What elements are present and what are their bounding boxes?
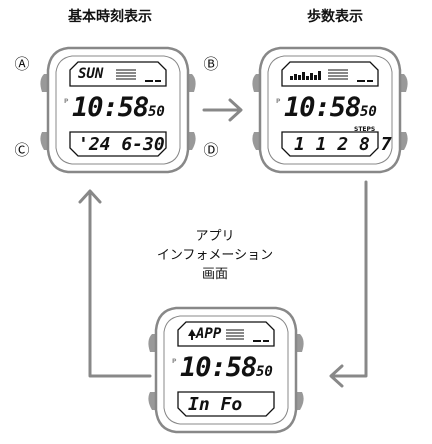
- button-label-a: Ⓐ: [14, 55, 30, 73]
- button-a: [40, 74, 48, 92]
- screen-title-step-count: 歩数表示: [307, 9, 363, 25]
- lcd-seconds: 50: [148, 104, 165, 120]
- lcd-day-of-week: SUN: [78, 66, 104, 82]
- watch-face: [252, 46, 408, 174]
- app-info-label-line-3: 画面: [201, 267, 228, 282]
- lcd-app-text: APP: [196, 326, 222, 342]
- screen-title-basic-time: 基本時刻表示: [68, 9, 152, 25]
- lcd-time: 10:58: [180, 352, 257, 383]
- lcd-info-text: In Fo: [188, 394, 243, 415]
- watch-app-info: APP P 10:58 50 In Fo: [146, 300, 306, 440]
- lcd-time: 10:58: [72, 92, 149, 123]
- up-arrow-icon: [78, 189, 152, 378]
- lcd-step-count: 1 1 2 8 7: [294, 134, 392, 155]
- app-up-icon: [188, 329, 196, 340]
- down-left-arrow-icon: [329, 180, 368, 388]
- lcd-seconds: 50: [256, 364, 273, 380]
- watch-face: [40, 46, 196, 174]
- watch-basic-time: Ⓐ Ⓑ Ⓒ Ⓓ SUN P 10:58 50 '24 6-30: [14, 40, 219, 180]
- app-info-label-line-2: インフォメーション: [156, 248, 274, 263]
- lcd-steps-label: STEPS: [354, 126, 376, 133]
- button-c: [40, 132, 48, 150]
- watch-step-count: P 10:58 50 STEPS 1 1 2 8 7: [250, 40, 410, 180]
- button-label-b: Ⓑ: [203, 55, 219, 73]
- watch-face: [148, 306, 304, 434]
- lcd-pm-mark: P: [172, 358, 177, 365]
- lcd-date: '24 6-30: [78, 134, 165, 155]
- lcd-seconds: 50: [360, 104, 377, 120]
- step-histogram-icon: [290, 71, 321, 80]
- button-label-d: Ⓓ: [203, 141, 219, 159]
- button-d: [188, 132, 196, 150]
- lcd-pm-mark: P: [276, 98, 281, 105]
- lcd-pm-mark: P: [64, 98, 69, 105]
- app-info-label-line-1: アプリ: [195, 229, 235, 244]
- button-b: [188, 74, 196, 92]
- right-arrow-icon: [202, 98, 243, 122]
- button-label-c: Ⓒ: [14, 141, 30, 159]
- lcd-time: 10:58: [284, 92, 361, 123]
